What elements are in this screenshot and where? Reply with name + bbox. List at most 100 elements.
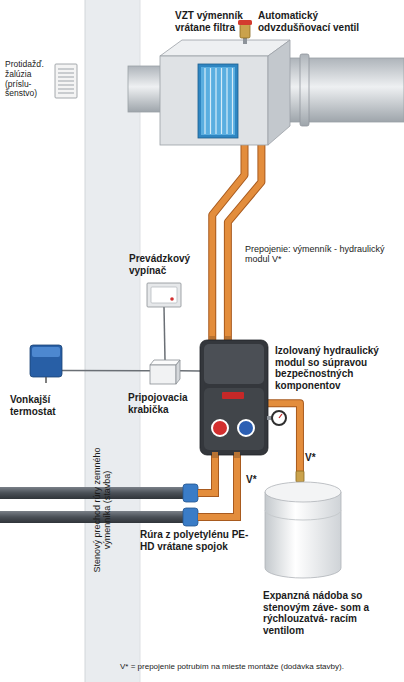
module-body <box>200 340 268 455</box>
box-front <box>150 365 176 384</box>
electric-wire <box>62 370 150 372</box>
junction-box: Pripojovacia krabička <box>150 360 180 384</box>
node-label: Prevádzkový vypínač <box>129 253 211 276</box>
filter-slat <box>232 68 233 134</box>
module-logo <box>222 392 244 399</box>
copper-pipe <box>268 403 300 480</box>
duct-rim <box>300 54 309 126</box>
louvre-slat <box>58 69 74 70</box>
louvre-frame <box>55 64 77 98</box>
louvre-slat <box>58 85 74 86</box>
module-cover <box>204 344 264 384</box>
vessel-top <box>265 482 341 502</box>
wall-label: Stenový prechod rúry zemného výmenníka (… <box>92 435 113 585</box>
pipe-coupling <box>183 508 198 526</box>
vessel-seam <box>265 510 341 520</box>
filter-slat <box>210 68 211 134</box>
electric-wire <box>164 307 165 360</box>
rain-louvre: Protidažď. žalúzia (príslu- šenstvo) <box>55 64 77 98</box>
shape-outline <box>55 64 77 98</box>
quick-valve <box>296 471 304 482</box>
air-duct <box>128 66 164 112</box>
box-top <box>150 360 180 365</box>
part-label: Automatický odvzdušňovací ventil <box>258 10 378 33</box>
pipe-outline <box>228 145 262 340</box>
node-label: Expanzná nádoba so stenovým záve- som a … <box>263 590 371 636</box>
pipe-outline <box>198 452 237 517</box>
shape-outline <box>160 40 290 145</box>
node-label: Izolovaný hydraulický modul so súpravou … <box>275 345 403 391</box>
node-label: VZT výmenník vrátane filtra <box>175 10 267 33</box>
box-side <box>268 40 290 145</box>
wall-edge <box>85 0 86 682</box>
connector-group <box>180 370 200 371</box>
hydraulic-module: Izolovaný hydraulický modul so súpravou … <box>200 340 268 455</box>
pipe-label: V* <box>305 452 335 464</box>
vent-stem <box>243 36 247 44</box>
thermostat-cable <box>45 377 47 383</box>
pressure-gauge <box>272 411 286 425</box>
box-top <box>160 40 290 56</box>
louvre-slat <box>58 93 74 94</box>
copper-pipe <box>198 452 237 517</box>
caption-note: V* = prepojenie potrubím na mieste montá… <box>120 662 400 671</box>
pipe-outline <box>198 452 215 493</box>
filter-slat <box>215 68 216 134</box>
electric-wire <box>180 370 200 372</box>
shape-outline <box>147 283 181 307</box>
thermostat-highlight <box>32 347 60 357</box>
part-label: Rúra z polyetylénu PE-HD vrátane spojok <box>140 529 255 552</box>
copper-pipe <box>228 145 262 340</box>
louvre-slat <box>58 89 74 90</box>
filter-slat <box>221 68 222 134</box>
shape-outline <box>150 360 180 384</box>
filter <box>201 67 235 135</box>
pipe-label: Prepojenie: výmenník - hydraulický modul… <box>245 244 390 265</box>
box-front <box>160 56 268 145</box>
heat-exchanger: VZT výmenník vrátane filtra <box>160 40 290 145</box>
supply-valve <box>212 420 228 436</box>
shape-outline <box>265 480 341 580</box>
outdoor-thermostat: Vonkajší termostat <box>30 345 62 377</box>
operating-switch: Prevádzkový vypínač <box>147 283 181 307</box>
pipe-stub <box>212 452 218 458</box>
louvre-slat <box>58 81 74 82</box>
gauge-stem <box>267 416 272 420</box>
filter-frame <box>198 64 238 138</box>
connector-group <box>268 403 300 480</box>
connector-group <box>62 370 150 371</box>
connector-group <box>164 307 165 360</box>
vessel-body <box>265 492 341 578</box>
copper-pipe <box>198 452 215 493</box>
louvre-slat <box>58 77 74 78</box>
louvre-slat <box>58 73 74 74</box>
switch-face <box>151 287 177 303</box>
air-vent-valve <box>240 24 250 38</box>
pipe-stub <box>234 452 240 458</box>
pipe-coupling <box>183 484 198 502</box>
thermostat-body <box>30 345 62 377</box>
vent-cap <box>238 20 252 25</box>
expansion-vessel: Expanzná nádoba so stenovým záve- som a … <box>265 480 341 580</box>
connector-group <box>228 145 262 340</box>
return-valve <box>238 420 254 436</box>
filter-slat <box>226 68 227 134</box>
pipe-note: V* <box>246 474 276 486</box>
switch-indicator <box>170 297 174 301</box>
node-label: Vonkajší termostat <box>10 394 82 417</box>
node-label: Pripojovacia krabička <box>128 392 208 415</box>
filter-slat <box>204 68 205 134</box>
node-label: Protidažď. žalúzia (príslu- šenstvo) <box>5 60 53 99</box>
shape-outline <box>30 345 62 377</box>
switch-plate <box>147 283 181 307</box>
box-side <box>176 360 180 384</box>
shape-outline <box>200 340 268 455</box>
pipe-outline <box>268 403 300 480</box>
gauge-needle <box>279 414 282 418</box>
module-panel <box>204 388 264 450</box>
